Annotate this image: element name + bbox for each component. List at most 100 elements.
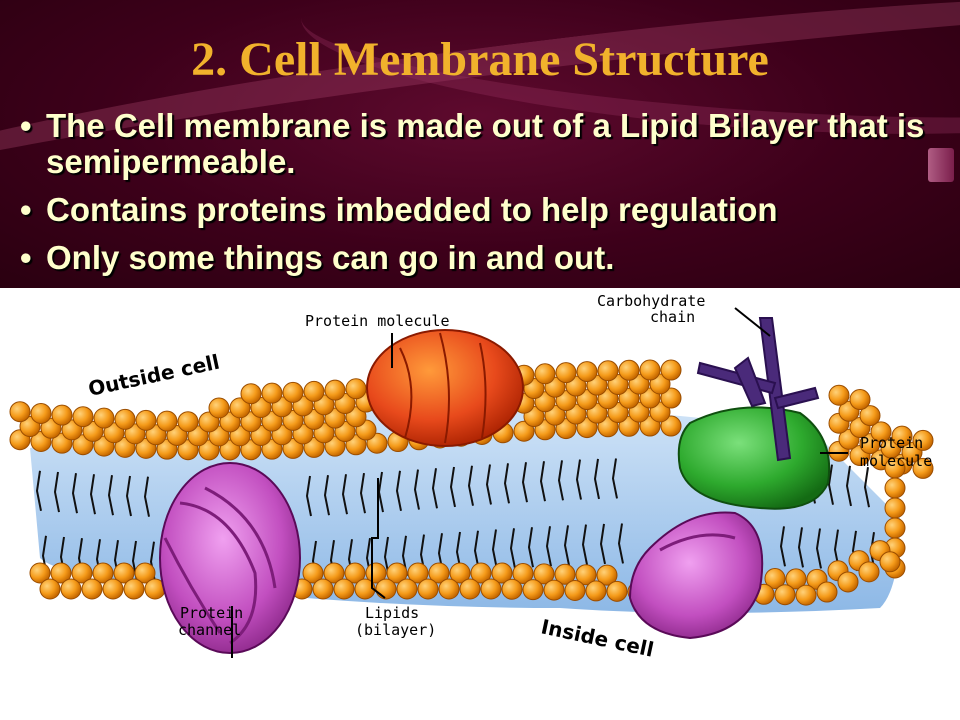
lipid-tail	[341, 474, 348, 515]
lipid-head	[859, 405, 881, 427]
lipid-head	[606, 580, 628, 602]
lipid-tail	[557, 460, 564, 501]
lipid-tail	[545, 526, 552, 567]
lipid-head	[51, 404, 73, 426]
lipid-head	[302, 562, 324, 584]
lipid-head	[240, 383, 262, 405]
label-carbohydrate-chain: chain	[650, 308, 695, 326]
lipid-head	[324, 379, 346, 401]
lipid-head	[354, 578, 376, 600]
lipid-head	[534, 363, 556, 385]
lipid-head	[884, 497, 906, 519]
lipid-tail	[89, 474, 96, 515]
lipid-head	[29, 562, 51, 584]
protein-molecule-right	[677, 406, 831, 510]
label-lipids: Lipids	[365, 604, 419, 622]
bullet-item: • Contains proteins imbedded to help reg…	[20, 192, 930, 228]
lipid-head	[543, 579, 565, 601]
lipid-head	[912, 429, 934, 451]
lipid-head	[795, 584, 817, 606]
lipid-head	[512, 562, 534, 584]
label-molecule-right: molecule	[860, 452, 932, 470]
lipid-head	[39, 578, 61, 600]
lipid-head	[785, 568, 807, 590]
lipid-tail	[71, 473, 78, 514]
lipid-head	[459, 578, 481, 600]
lipid-tail	[485, 464, 492, 505]
lipid-head	[491, 562, 513, 584]
lipid-head	[564, 580, 586, 601]
lipid-head	[177, 411, 199, 433]
lipid-head	[375, 578, 397, 600]
lipid-head	[596, 564, 618, 586]
slide-background	[0, 0, 960, 290]
lipid-tail	[827, 464, 834, 505]
lipid-head	[145, 424, 167, 446]
bullet-item: • Only some things can go in and out.	[20, 240, 930, 276]
lipid-head	[428, 562, 450, 584]
lipid-head	[438, 578, 460, 600]
lipid-head	[912, 457, 934, 479]
label-protein-right: Protein	[860, 434, 923, 452]
label-inside-cell: Inside cell	[539, 614, 656, 661]
lipid-head	[533, 563, 555, 585]
lipid-tail	[449, 466, 456, 508]
lipid-head	[282, 381, 304, 403]
lipid-head	[30, 402, 52, 424]
label-bilayer: (bilayer)	[355, 621, 436, 639]
membrane-diagram: Protein molecule Carbohydrate chain Outs…	[0, 288, 960, 720]
label-outside-cell: Outside cell	[86, 350, 222, 401]
lipid-head	[229, 397, 251, 419]
lipid-head	[858, 561, 880, 583]
lipid-head	[660, 359, 682, 381]
lipid-head	[50, 562, 72, 584]
slide-title: 2. Cell Membrane Structure	[191, 33, 769, 86]
bullet-text: Only some things can go in and out.	[46, 239, 615, 276]
lipid-head	[597, 388, 619, 410]
lipid-tail	[611, 458, 618, 499]
lipid-tail	[599, 523, 606, 565]
lipid-head	[554, 563, 576, 585]
lipid-tail	[617, 523, 624, 564]
bullet-dot: •	[20, 191, 32, 228]
lipid-head	[660, 387, 682, 409]
accent-shape	[928, 148, 954, 182]
lipid-tail	[467, 465, 474, 506]
label-protein-molecule-top: Protein molecule	[305, 312, 450, 330]
lipid-tail	[305, 475, 312, 517]
lipid-head	[114, 408, 136, 430]
lipid-heads-bottom	[29, 540, 901, 606]
lipid-tail	[779, 526, 786, 567]
lipid-tail	[527, 527, 534, 568]
lipid-head	[81, 578, 103, 600]
lipid-tail	[35, 470, 42, 512]
lipid-head	[345, 378, 367, 400]
lipid-head	[618, 359, 640, 381]
lipid-tail	[815, 528, 822, 569]
lipid-head	[597, 360, 619, 382]
lipid-tail	[797, 527, 804, 568]
lipid-head	[135, 409, 157, 431]
lipid-tail	[125, 475, 132, 517]
lipid-tail	[359, 473, 366, 514]
lipid-head	[597, 416, 619, 438]
lipid-head	[522, 579, 544, 601]
lipid-head	[639, 359, 661, 381]
lipid-head	[261, 438, 283, 460]
lipid-head	[828, 384, 850, 406]
lipid-head	[884, 517, 906, 539]
lipid-tail	[575, 459, 582, 500]
lipid-head	[585, 580, 607, 602]
label-pointers	[231, 307, 848, 658]
lipid-tail	[491, 529, 498, 570]
protein-molecule-top	[366, 329, 524, 447]
protein-molecule-lower-right	[628, 511, 764, 640]
lipid-head	[480, 578, 502, 600]
lipid-head	[93, 407, 115, 429]
lipid-tail	[563, 525, 570, 566]
lipid-head	[407, 562, 429, 584]
lipid-tail	[431, 468, 438, 509]
bullet-item: • The Cell membrane is made out of a Lip…	[20, 108, 930, 180]
lipid-head	[660, 415, 682, 437]
lipid-head	[386, 562, 408, 584]
